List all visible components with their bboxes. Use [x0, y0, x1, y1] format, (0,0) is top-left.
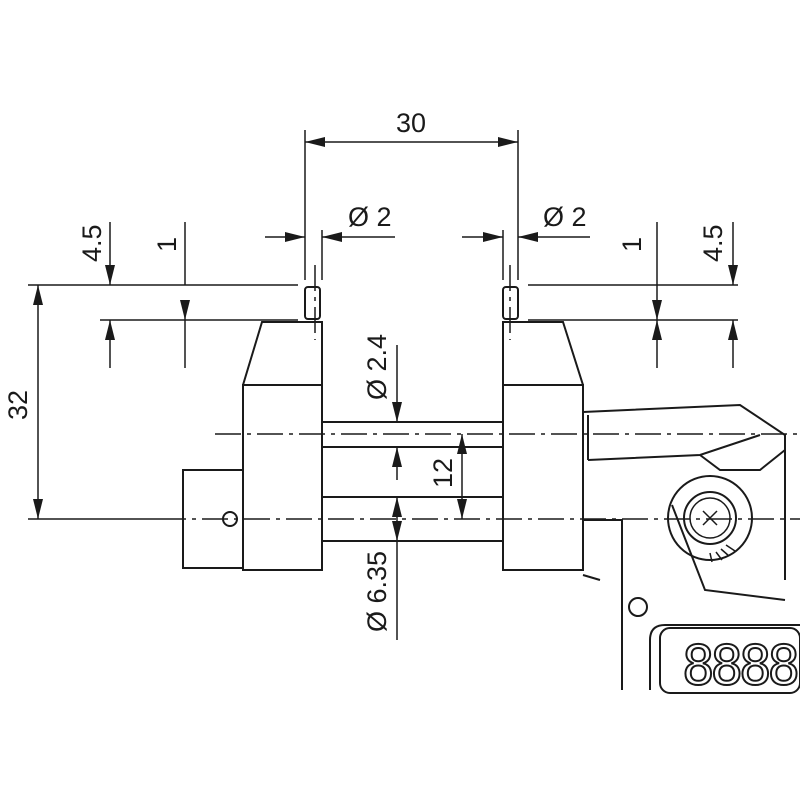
dim-tip-dia-right-label: Ø 2	[543, 202, 587, 232]
digital-display: 8888	[659, 627, 800, 698]
dim-step-left: 1	[152, 222, 190, 368]
dim-height-label: 32	[3, 390, 33, 420]
dim-step-right-label: 1	[617, 237, 647, 252]
dim-step-right: 1	[617, 222, 662, 368]
dim-height: 32	[3, 285, 43, 519]
center-lines	[160, 265, 800, 520]
dim-offset-right: 4.5	[698, 222, 738, 368]
dim-small-shaft-dia: Ø 2.4	[362, 334, 402, 480]
dim-tip-dia-left-label: Ø 2	[348, 202, 392, 232]
dim-offset-left: 4.5	[77, 222, 115, 368]
right-jaw	[502, 286, 584, 571]
measuring-shafts	[322, 421, 503, 542]
dim-span-label: 30	[396, 108, 426, 138]
dim-offset-right-label: 4.5	[698, 224, 728, 262]
extension-lines	[28, 130, 738, 520]
micrometer-body	[582, 403, 800, 690]
display-readout: 8888	[682, 634, 798, 697]
dim-offset-left-label: 4.5	[77, 224, 107, 262]
dim-axis-distance: 12	[428, 434, 467, 519]
display-frame	[659, 627, 800, 694]
dim-span: 30	[305, 108, 518, 147]
dim-tip-dia-left: Ø 2	[265, 202, 395, 242]
dim-step-left-label: 1	[152, 237, 182, 252]
left-jaw	[182, 286, 323, 571]
dim-tip-dia-right: Ø 2	[462, 202, 590, 242]
dim-spindle-dia: Ø 6.35	[362, 497, 402, 640]
dim-small-shaft-dia-label: Ø 2.4	[362, 334, 392, 400]
dim-spindle-dia-label: Ø 6.35	[362, 551, 392, 632]
dim-axis-distance-label: 12	[428, 458, 458, 488]
